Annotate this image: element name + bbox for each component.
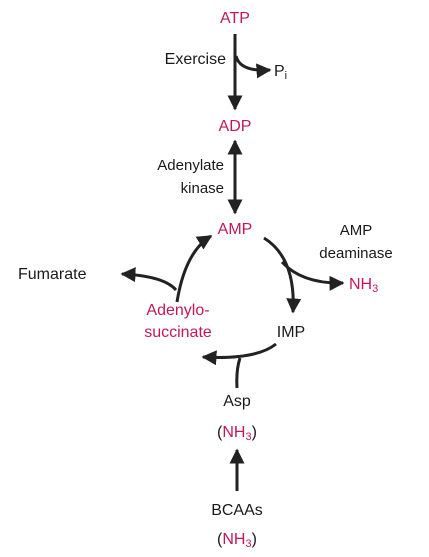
imp-label: IMP — [276, 324, 306, 341]
asp-nh3-label: (NH3) — [217, 424, 257, 443]
exercise-label: Exercise — [164, 51, 226, 68]
atp-label: ATP — [220, 10, 250, 27]
bcaas-nh3-label: (NH3) — [217, 531, 257, 550]
adp-label: ADP — [218, 118, 252, 135]
adenylosuccinate-to-amp-arrow — [175, 234, 213, 303]
amp-label: AMP — [217, 221, 253, 238]
adenylosuccinate-line2: succinate — [144, 324, 212, 341]
amp-to-imp-arrow — [263, 236, 302, 314]
nh3-released-label: NH3 — [349, 276, 379, 295]
pi-sub: i — [284, 70, 288, 82]
adenylosuccinate-line1: Adenylo- — [146, 302, 210, 319]
fumarate-release-arrow — [120, 267, 178, 292]
adenylate-kinase-line1: Adenylate — [157, 157, 224, 174]
nh3-release-arrow — [280, 260, 345, 291]
amp-deaminase-line1: AMP — [339, 222, 373, 239]
fumarate-label: Fumarate — [18, 266, 87, 283]
pi-label: Pi — [274, 62, 288, 82]
imp-to-adenylosuccinate-arrow — [201, 342, 277, 366]
asp-entry-line — [235, 357, 242, 389]
pi-main: P — [274, 63, 285, 80]
asp-label: Asp — [223, 393, 251, 410]
amp-deaminase-line2: deaminase — [319, 245, 393, 262]
adenylate-kinase-line2: kinase — [180, 180, 224, 197]
bcaas-label: BCAAs — [211, 502, 263, 519]
pi-release-arrow — [234, 55, 272, 79]
